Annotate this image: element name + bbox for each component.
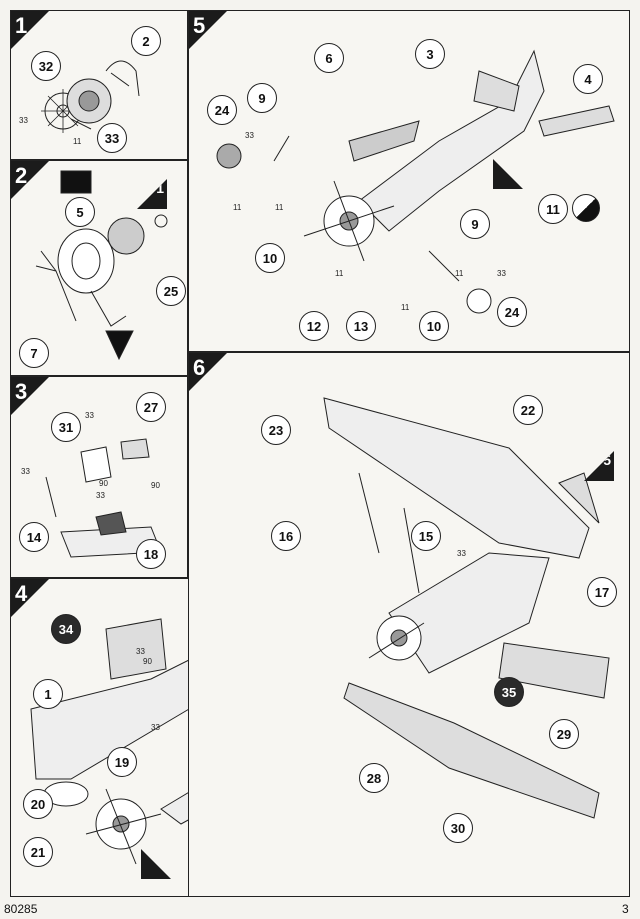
step-5-panel: 6 3 4 24 9 10 12 13 10 9 24 11 33 11 11 …	[188, 10, 630, 352]
callout-part-9: 9	[247, 83, 277, 113]
step-3-panel: 31 27 14 18 33 90 33 33 90 3	[10, 376, 188, 578]
callout-part-16: 16	[271, 521, 301, 551]
part-label-11: 11	[335, 269, 344, 278]
callout-part-6: 6	[314, 43, 344, 73]
callout-part-14: 14	[19, 522, 49, 552]
part-label-33: 33	[497, 269, 506, 278]
part-label-90: 90	[143, 657, 152, 666]
callout-part-10: 10	[255, 243, 285, 273]
callout-part-7: 7	[19, 338, 49, 368]
part-label-33: 33	[136, 647, 145, 656]
callout-part-11: 11	[538, 194, 568, 224]
part-label-33: 33	[151, 723, 160, 732]
paint-color-swatch-icon	[572, 194, 600, 222]
callout-part-24: 24	[207, 95, 237, 125]
callout-part-20: 20	[23, 789, 53, 819]
wings-final-assembly-illustration	[323, 397, 610, 819]
callout-part-30: 30	[443, 813, 473, 843]
step-6-panel: 23 22 16 15 17 35 29 28 30 33 5 6	[188, 352, 630, 897]
callout-part-15: 15	[411, 521, 441, 551]
callout-part-33: 33	[97, 123, 127, 153]
callout-part-17: 17	[587, 577, 617, 607]
callout-part-32: 32	[31, 51, 61, 81]
catalog-number: 80285	[4, 902, 38, 916]
part-label-11: 11	[401, 303, 410, 312]
callout-part-18: 18	[136, 539, 166, 569]
callout-part-31: 31	[51, 412, 81, 442]
part-label-33: 33	[21, 467, 30, 476]
callout-part-35: 35	[494, 677, 524, 707]
part-label-33: 33	[457, 549, 466, 558]
callout-part-22: 22	[513, 395, 543, 425]
callout-part-28: 28	[359, 763, 389, 793]
step-2-panel: 5 25 7 1 2	[10, 160, 188, 376]
callout-part-4: 4	[573, 64, 603, 94]
engine-assembly-illustration	[41, 60, 140, 133]
callout-part-12: 12	[299, 311, 329, 341]
callout-part-13: 13	[346, 311, 376, 341]
callout-part-21: 21	[23, 837, 53, 867]
callout-part-5: 5	[65, 197, 95, 227]
fuselage-landing-gear-illustration	[216, 49, 615, 314]
callout-part-1: 1	[33, 679, 63, 709]
callout-part-24: 24	[497, 297, 527, 327]
page-number: 3	[622, 902, 629, 916]
part-label-11: 11	[455, 269, 464, 278]
callout-part-2: 2	[131, 26, 161, 56]
part-label-90: 90	[151, 481, 160, 490]
callout-part-27: 27	[136, 392, 166, 422]
part-label-11: 11	[73, 137, 82, 146]
part-label-33: 33	[245, 131, 254, 140]
callout-part-34: 34	[51, 614, 81, 644]
step-1-panel: 32 2 33 33 11 1	[10, 10, 188, 160]
callout-part-23: 23	[261, 415, 291, 445]
callout-part-29: 29	[549, 719, 579, 749]
part-label-33: 33	[19, 116, 28, 125]
callout-part-10: 10	[419, 311, 449, 341]
callout-part-19: 19	[107, 747, 137, 777]
cowling-propeller-illustration	[35, 170, 168, 361]
part-label-33: 33	[96, 491, 105, 500]
part-label-33: 33	[85, 411, 94, 420]
callout-part-3: 3	[415, 39, 445, 69]
part-label-11: 11	[233, 203, 242, 212]
part-label-90: 90	[99, 479, 108, 488]
callout-part-9: 9	[460, 209, 490, 239]
part-label-11: 11	[275, 203, 284, 212]
callout-part-25: 25	[156, 276, 186, 306]
